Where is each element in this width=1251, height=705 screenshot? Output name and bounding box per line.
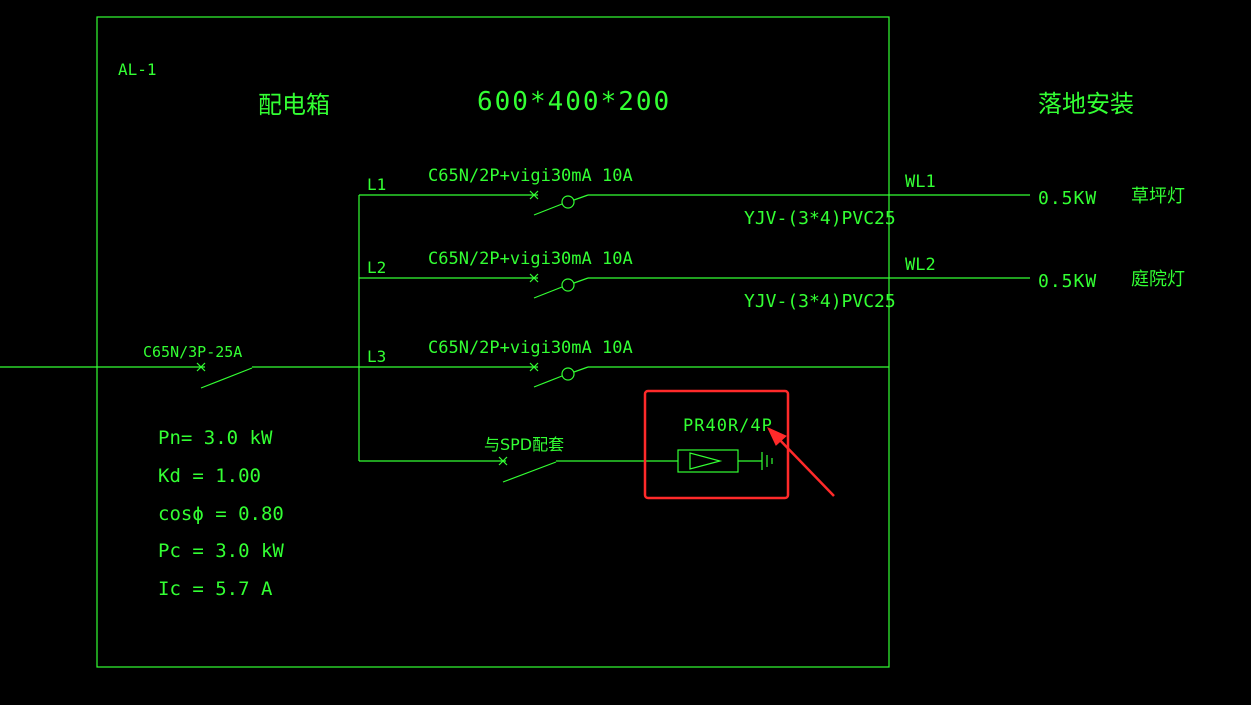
phase-label-l2: L2 — [367, 258, 386, 277]
circuit-l2 — [359, 273, 1030, 299]
circuit-label-wl2: WL2 — [905, 255, 936, 275]
circuit-l3 — [359, 362, 889, 388]
breaker-label-l2: C65N/2P+vigi30mA 10A — [428, 249, 633, 269]
panel-enclosure — [96, 16, 890, 668]
cable-label-wl2: YJV-(3*4)PVC25 — [744, 291, 896, 312]
param-kd: Kd = 1.00 — [158, 465, 261, 487]
phase-label-l3: L3 — [367, 347, 386, 366]
phase-label-l1: L1 — [367, 175, 386, 194]
param-pn: Pn= 3.0 kW — [158, 427, 273, 449]
highlight-arrow — [766, 426, 835, 497]
param-ic: Ic = 5.7 A — [158, 578, 273, 600]
circuit-l1 — [359, 190, 1030, 216]
load-label-wl1: 0.5KW — [1038, 188, 1097, 209]
panel-id: AL-1 — [118, 60, 157, 79]
spd-device — [677, 449, 773, 473]
usage-label-wl2: 庭院灯 — [1131, 269, 1185, 290]
param-cos: cosϕ = 0.80 — [158, 503, 284, 525]
spd-model-label: PR40R/4P — [683, 416, 773, 436]
breaker-label-l1: C65N/2P+vigi30mA 10A — [428, 166, 633, 186]
usage-label-wl1: 草坪灯 — [1131, 186, 1185, 207]
spd-branch-label: 与SPD配套 — [484, 435, 564, 454]
panel-size: 600*400*200 — [477, 87, 671, 117]
panel-name: 配电箱 — [258, 91, 330, 119]
main-breaker-label: C65N/3P-25A — [143, 343, 242, 361]
cable-label-wl1: YJV-(3*4)PVC25 — [744, 208, 896, 229]
load-label-wl2: 0.5KW — [1038, 271, 1097, 292]
main-breaker — [0, 362, 359, 389]
highlight-box — [643, 389, 790, 500]
breaker-label-l3: C65N/2P+vigi30mA 10A — [428, 338, 633, 358]
circuit-label-wl1: WL1 — [905, 172, 936, 192]
param-pc: Pc = 3.0 kW — [158, 540, 284, 562]
panel-install: 落地安装 — [1038, 90, 1134, 118]
spd-branch — [359, 456, 678, 483]
